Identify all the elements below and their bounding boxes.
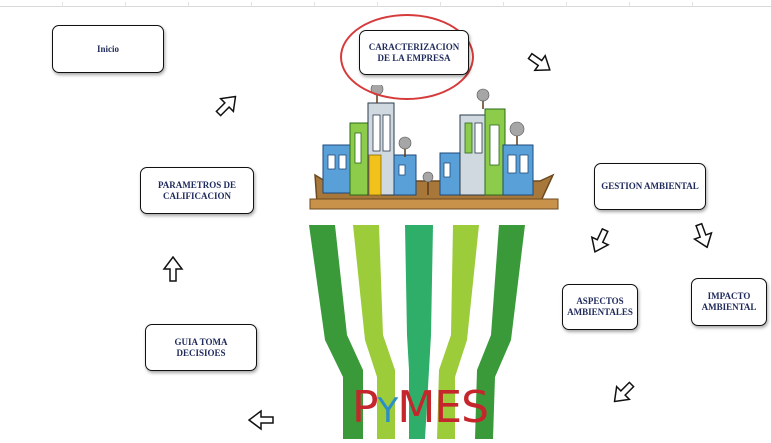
grid-tick: [125, 2, 126, 7]
grid-tick: [377, 2, 378, 7]
guia-toma-decisiones-button[interactable]: GUIA TOMA DECISIOES: [145, 324, 257, 371]
outline-arrow-icon: [688, 220, 718, 252]
grid-tick: [314, 2, 315, 7]
aspectos-ambientales-button[interactable]: ASPECTOS AMBIENTALES: [562, 284, 638, 330]
sheet-top-border: [0, 6, 771, 7]
gestion-ambiental-button[interactable]: GESTION AMBIENTAL: [594, 163, 706, 210]
outline-arrow-icon: [162, 256, 184, 282]
grid-tick: [629, 2, 630, 7]
outline-arrow-icon: [585, 225, 616, 258]
parametros-calificacion-button[interactable]: PARAMETROS DE CALIFICACION: [140, 167, 254, 214]
outline-arrow-icon: [210, 88, 244, 122]
pymes-logo-illustration: [309, 85, 559, 439]
outline-arrow-icon: [523, 47, 557, 80]
grid-tick: [62, 2, 63, 7]
grid-tick: [692, 2, 693, 7]
pymes-logo-text: PYMES: [352, 382, 489, 433]
grid-tick: [251, 2, 252, 7]
outline-arrow-icon: [606, 376, 640, 410]
inicio-button[interactable]: Inicio: [52, 25, 164, 73]
grid-tick: [503, 2, 504, 7]
caracterizacion-empresa-button[interactable]: CARACTERIZACION DE LA EMPRESA: [359, 30, 469, 75]
grid-tick: [188, 2, 189, 7]
grid-tick: [566, 2, 567, 7]
outline-arrow-icon: [248, 409, 274, 431]
grid-tick: [440, 2, 441, 7]
highlight-oval: [340, 14, 474, 100]
impacto-ambiental-button[interactable]: IMPACTO AMBIENTAL: [691, 278, 767, 326]
